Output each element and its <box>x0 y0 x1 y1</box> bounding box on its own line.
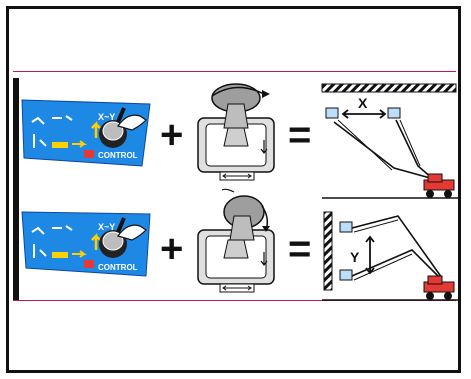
instruction-frame <box>6 6 461 373</box>
panel-label-1: X~Y <box>98 112 115 122</box>
axis-label-y: Y <box>350 249 360 265</box>
result-diagram-1: X <box>321 83 458 199</box>
panel-sublabel-1: CONTROL <box>98 151 138 160</box>
instruction-band <box>13 71 456 301</box>
joystick-2 <box>197 188 275 293</box>
panel-label-2: X~Y <box>98 222 115 232</box>
axis-label-x: X <box>358 95 368 111</box>
plus-sign-1: + <box>160 113 183 157</box>
equals-sign-1: = <box>288 113 311 157</box>
joystick-1 <box>197 83 275 181</box>
result-diagram-2: Y <box>322 211 458 301</box>
equals-sign-2: = <box>288 227 311 271</box>
plus-sign-2: + <box>160 227 183 271</box>
control-panel-2: X~Y CONTROL <box>21 211 151 277</box>
row-1: X~Y CONTROL + = X <box>21 83 458 199</box>
panel-sublabel-2: CONTROL <box>98 263 138 272</box>
control-panel-1: X~Y CONTROL <box>21 99 151 167</box>
band-left-edge <box>13 78 19 300</box>
row-2: X~Y CONTROL + = Y <box>21 188 458 301</box>
